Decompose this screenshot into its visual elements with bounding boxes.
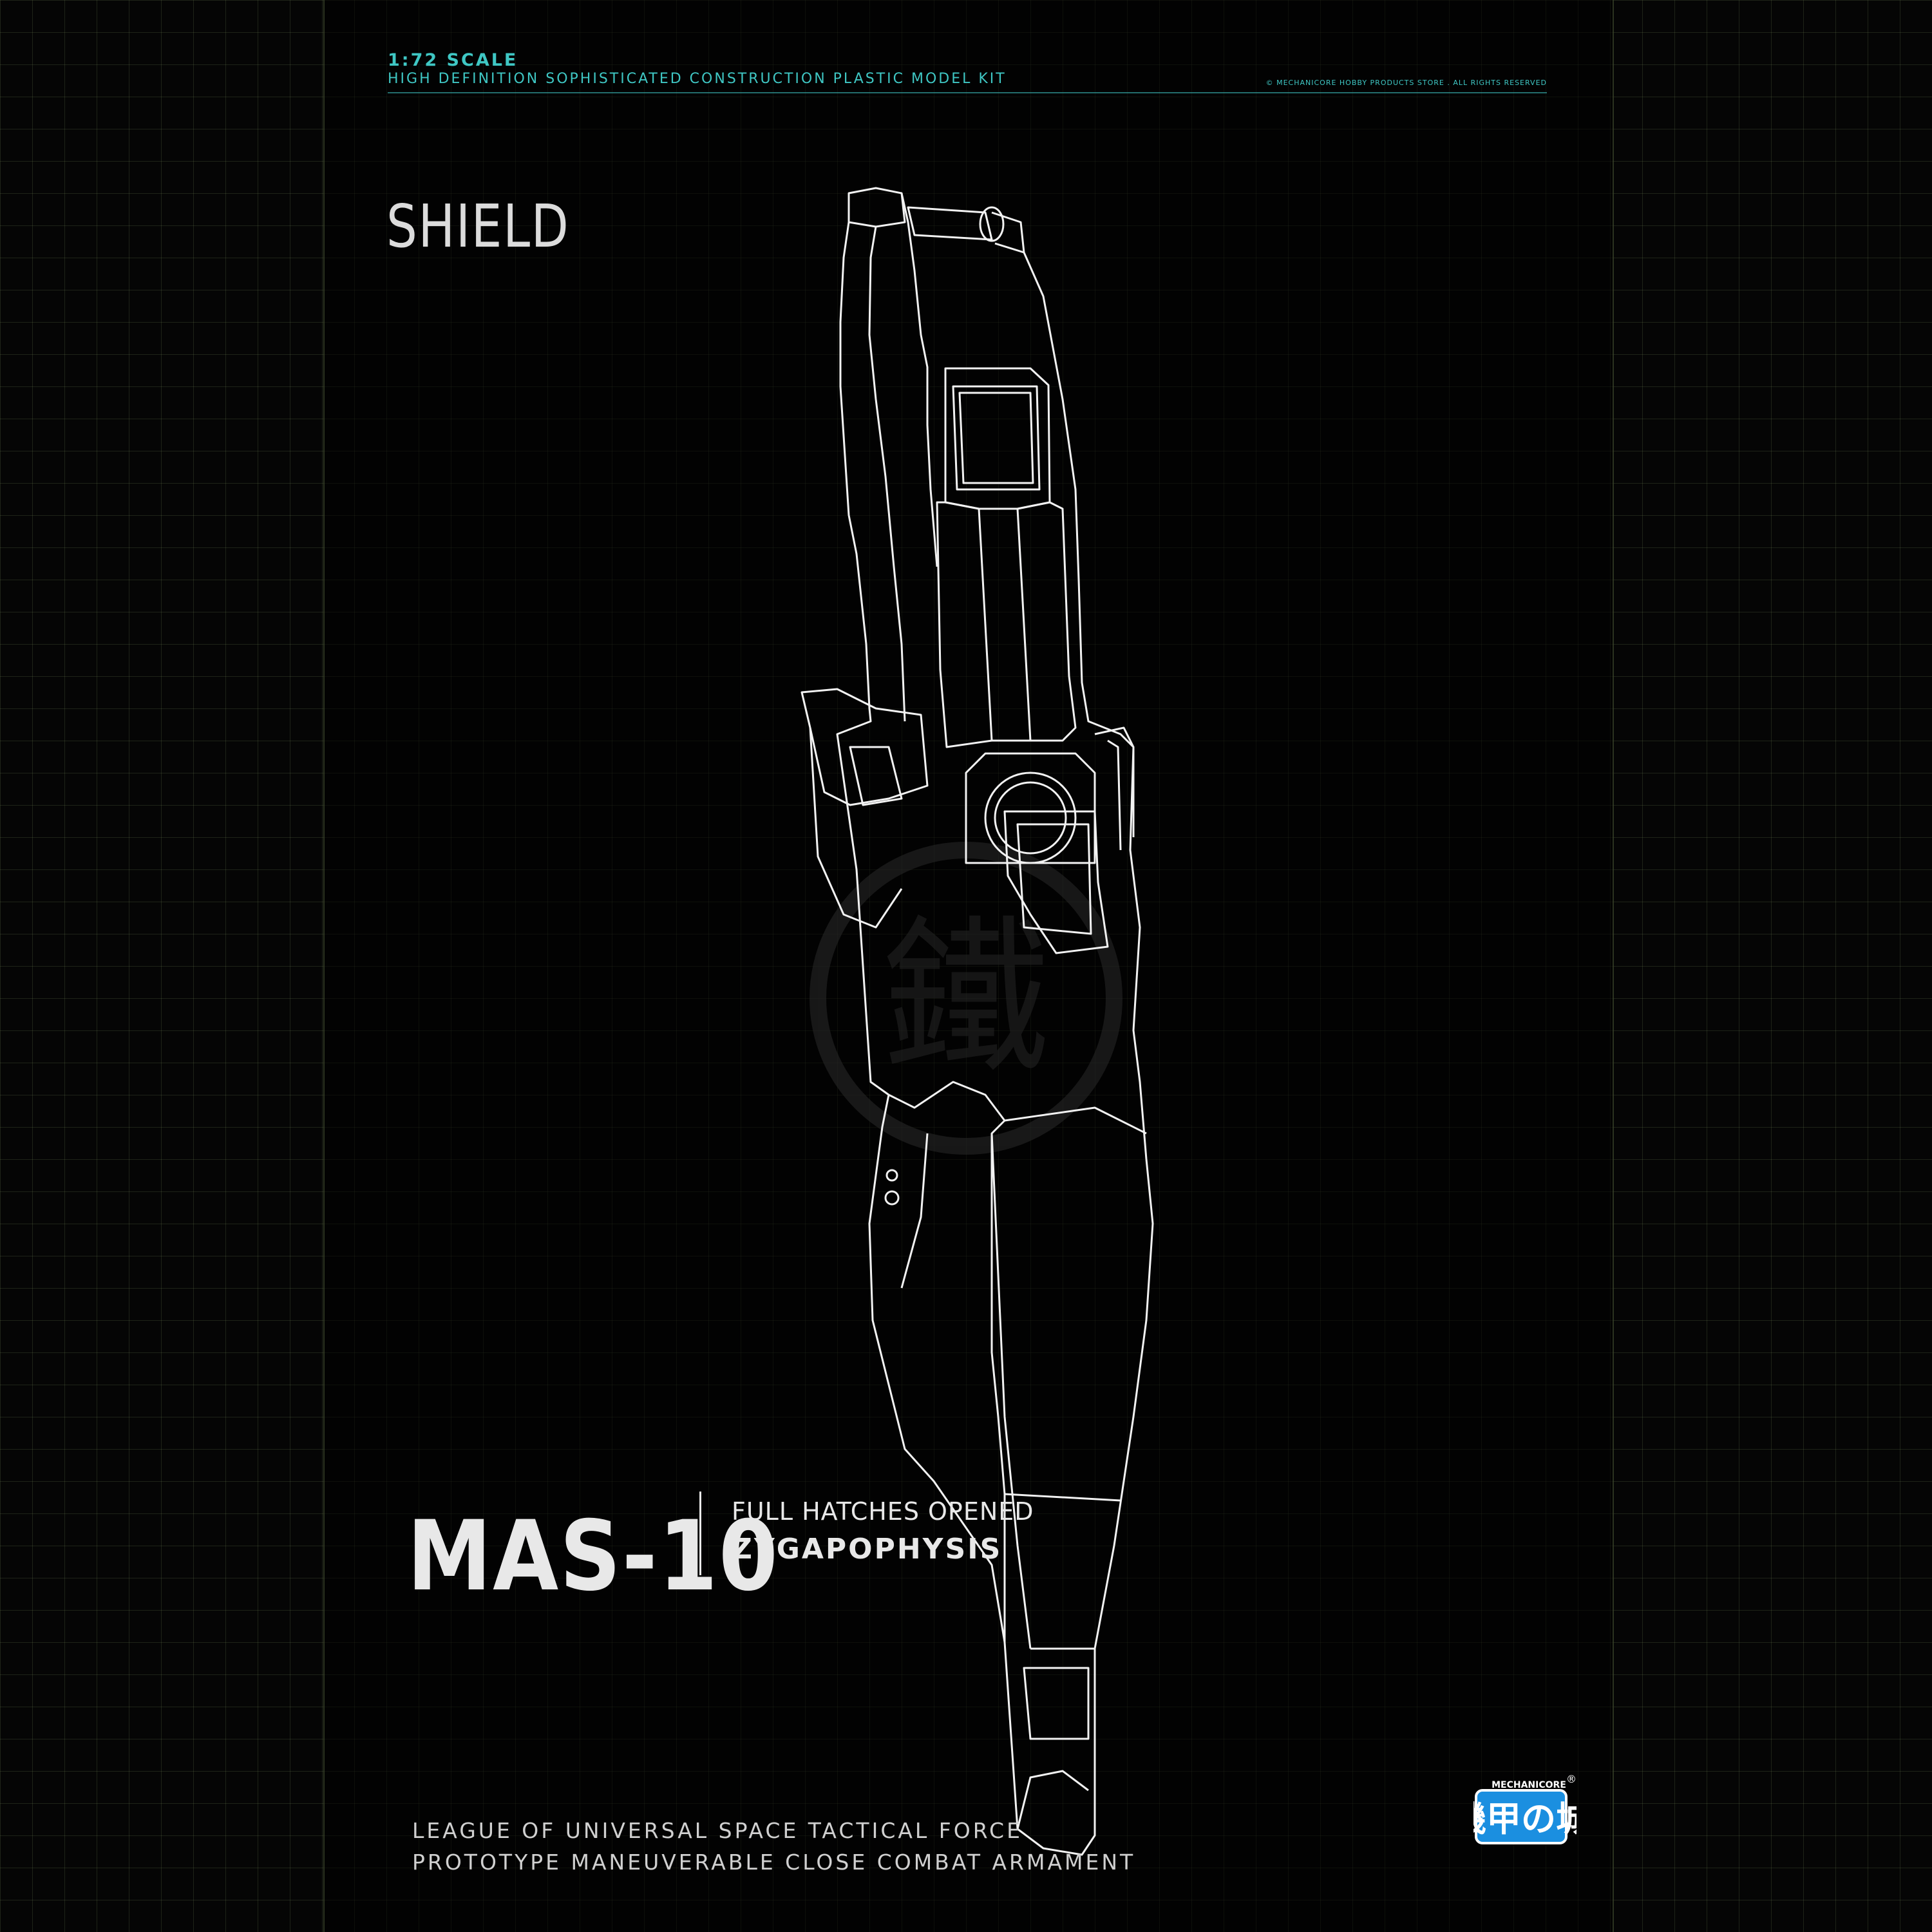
header-divider [388, 92, 1547, 93]
watermark-seal-icon: 鐵 [810, 842, 1122, 1155]
prototype-line: PROTOTYPE MANEUVERABLE CLOSE COMBAT ARMA… [412, 1850, 1136, 1875]
codename: ZYGAPOPHYSIS [732, 1533, 1003, 1566]
registered-mark: ® [1566, 1773, 1577, 1785]
center-panel [323, 0, 1614, 1932]
mechanicore-logo-icon: 機甲の城 MECHANICORE ® [1473, 1773, 1577, 1844]
logo-brand: MECHANICORE [1492, 1780, 1566, 1790]
shield-outline [800, 187, 1154, 1856]
part-title: SHIELD [386, 192, 570, 261]
league-line: LEAGUE OF UNIVERSAL SPACE TACTICAL FORCE [412, 1818, 1023, 1843]
logo-characters: 機甲の城 [1473, 1799, 1577, 1839]
title-divider [699, 1492, 701, 1575]
kit-subtitle: HIGH DEFINITION SOPHISTICATED CONSTRUCTI… [388, 71, 1007, 87]
hatches-label: FULL HATCHES OPENED [732, 1497, 1034, 1526]
watermark-character: 鐵 [882, 902, 1050, 1096]
scale-label: 1:72 SCALE [388, 50, 518, 70]
copyright-notice: © MECHANICORE HOBBY PRODUCTS STORE . ALL… [1265, 79, 1547, 87]
model-code: MAS-10 [407, 1501, 779, 1613]
